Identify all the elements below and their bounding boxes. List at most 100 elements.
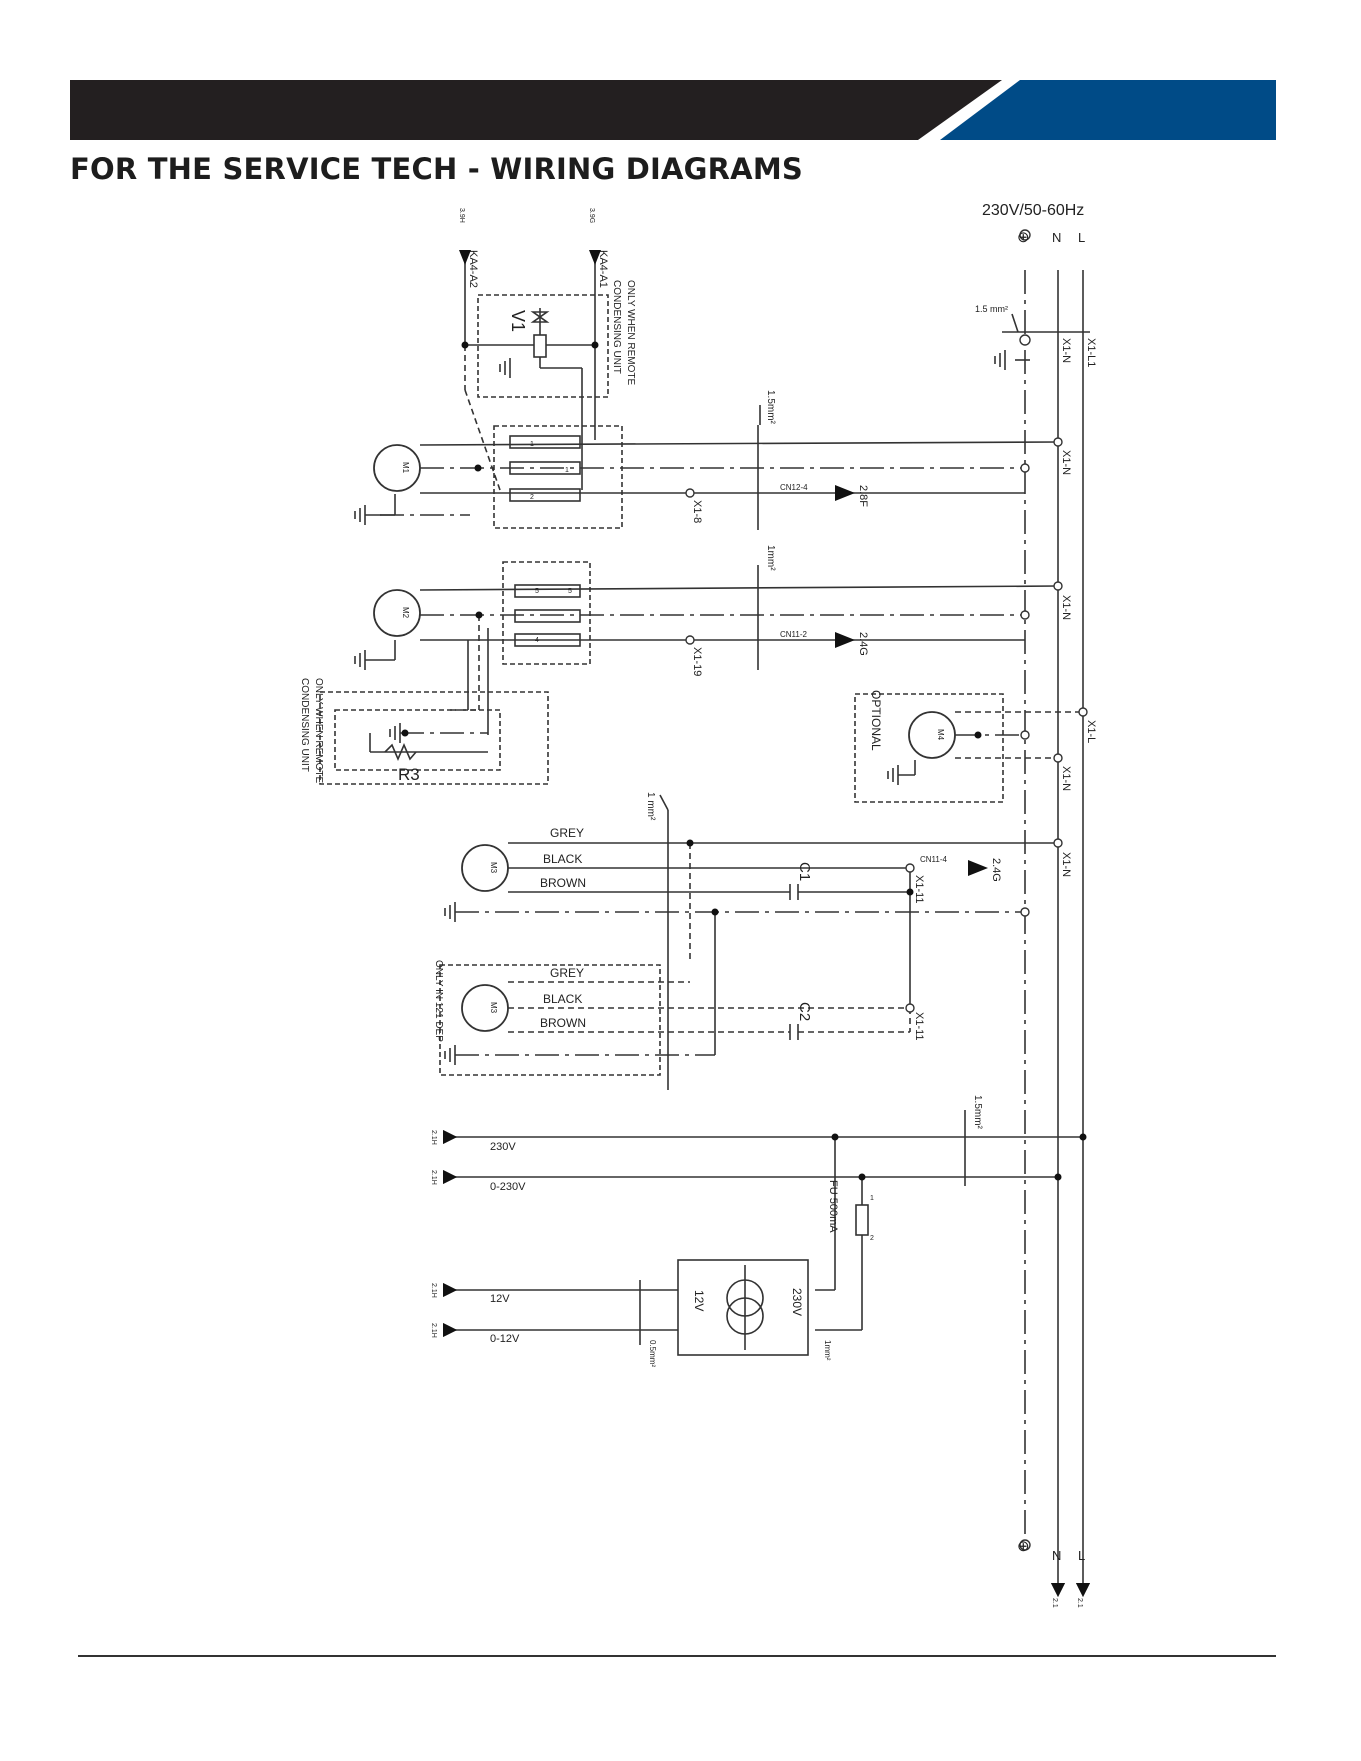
output-ref-12v: 2.1H (430, 1283, 437, 1298)
m3-brown-label: BROWN (540, 876, 586, 890)
valve-note-1: ONLY WHEN REMOTE (625, 280, 636, 386)
m2-pin-5b: 5 (568, 588, 572, 595)
ref-arrow-m1 (835, 485, 855, 501)
supply-rails (1002, 270, 1091, 1598)
r3-note-2: CONDENSING UNIT (299, 678, 310, 772)
terminal-x1-8: X1-8 (691, 500, 703, 523)
transformer-secondary-label: 12V (692, 1290, 706, 1311)
m3b-note-label: ONLY IN 121 DEP (433, 960, 444, 1042)
m3-connector-label: CN11-4 (920, 855, 948, 864)
m2-pin-5a: 5 (535, 588, 539, 595)
fuse-pin-1: 1 (870, 1195, 874, 1202)
page-title: FOR THE SERVICE TECH - WIRING DIAGRAMS (70, 152, 803, 186)
transformer-primary-label: 230V (790, 1288, 804, 1316)
ref-ka4-a2: KA4-A2 (467, 250, 479, 288)
supply-out-wire-label: 1.5mm² (972, 1095, 983, 1130)
m1-connector-label: CN12-4 (780, 483, 808, 492)
fan-m3-block (455, 794, 1058, 1090)
wiring-diagram: 230V/50-60Hz ⊕ N L 1.5 mm² V1 ONLY WHEN … (299, 202, 1097, 1608)
terminal-x1-n-1: X1-N (1060, 338, 1072, 363)
fan-m2-block (365, 561, 1059, 735)
m1-wire-label: 1.5mm² (765, 390, 776, 425)
fuse-body (855, 1204, 869, 1236)
m1-pin-2: 2 (530, 494, 534, 501)
terminal-points (685, 229, 1088, 1551)
terminal-x1-l1: X1-L1 (1085, 338, 1097, 367)
m3-wire-label: 1 mm² (645, 792, 656, 821)
output-ref-0-12v: 2.1H (430, 1323, 437, 1338)
terminal-x1-n-5: X1-N (1060, 852, 1072, 877)
terminal-x1-n-2: X1-N (1060, 450, 1072, 475)
valve-v1-block (464, 260, 609, 491)
m3b-black-label: BLACK (543, 992, 582, 1006)
rail-n-ref: 2.1 (1051, 1598, 1058, 1608)
m2-wire-label: 1mm² (765, 545, 776, 571)
fuse-pin-2: 2 (870, 1235, 874, 1242)
motor-m3-symbol (461, 844, 509, 892)
rail-pe-bottom: ⊕ (1017, 1538, 1030, 1555)
motor-m1-symbol (373, 444, 421, 492)
terminal-x1-11-b: X1-11 (913, 1012, 925, 1041)
rail-n-label: N (1052, 230, 1061, 245)
fan-m1-block (365, 405, 1059, 530)
transformer-block (442, 1259, 809, 1356)
r3-note-1: ONLY WHEN REMOTE (313, 678, 324, 784)
rail-n-bottom: N (1052, 1548, 1061, 1563)
ref-3-9g: 3.9G (588, 208, 595, 223)
ref-ka4-a1: KA4-A1 (597, 250, 609, 288)
motor-m2-symbol (373, 589, 421, 637)
ref-3-9h: 3.9H (458, 208, 465, 223)
m1-ref-label: 2.8F (857, 485, 869, 507)
terminal-x1-n-3: X1-N (1060, 595, 1072, 620)
heater-r3-block (319, 691, 549, 785)
transformer-secondary-wire: 0.5mm² (648, 1340, 657, 1367)
m2-pin-4: 4 (535, 637, 539, 644)
m3b-brown-label: BROWN (540, 1016, 586, 1030)
valve-name: V1 (508, 310, 528, 332)
rail-l-ref: 2.1 (1076, 1598, 1083, 1608)
c1-label: C1 (796, 862, 813, 881)
m2-connector-label: CN11-2 (780, 630, 808, 639)
header-banner (70, 80, 1276, 140)
fan-m3b-block (439, 964, 911, 1076)
rail-l-bottom: L (1078, 1548, 1085, 1563)
m3-grey-label: GREY (550, 826, 584, 840)
m3-black-label: BLACK (543, 852, 582, 866)
m3b-grey-label: GREY (550, 966, 584, 980)
output-ref-0-230v: 2.1H (430, 1170, 437, 1185)
rail-pe-label: ⊕ (1017, 229, 1030, 246)
motor-m1-label: M1 (401, 462, 410, 474)
output-ref-230v: 2.1H (430, 1130, 437, 1145)
supply-wire-label: 1.5 mm² (975, 304, 1008, 314)
transformer-primary-wire: 1mm² (823, 1340, 832, 1361)
motor-m3b-label: M3 (489, 1002, 498, 1014)
ref-arrow-m3 (968, 860, 988, 876)
terminal-x1-11-a: X1-11 (913, 875, 925, 904)
output-0-230v-label: 0-230V (490, 1181, 526, 1193)
motor-m4-label: M4 (936, 729, 945, 741)
ref-arrow-m2 (835, 632, 855, 648)
fan-m4-block (854, 693, 1083, 803)
m4-optional-label: OPTIONAL (869, 690, 883, 751)
output-0-12v-label: 0-12V (490, 1333, 520, 1345)
motor-m3-label: M3 (489, 862, 498, 874)
output-12v-label: 12V (490, 1293, 510, 1305)
motor-m4-symbol (908, 711, 956, 759)
rail-l-label: L (1078, 230, 1085, 245)
header-dark-bar (70, 80, 1002, 140)
c2-label: C2 (796, 1002, 813, 1021)
valve-note-2: CONDENSING UNIT (611, 280, 622, 374)
r3-label: R3 (398, 765, 420, 784)
terminal-x1-n-4: X1-N (1060, 766, 1072, 791)
junction-dots (401, 341, 1087, 1181)
output-230v-label: 230V (490, 1141, 516, 1153)
ref-arrow-ka4-a2 (459, 250, 471, 265)
motor-m2-label: M2 (401, 607, 410, 619)
terminal-x1-l: X1-L (1085, 720, 1097, 743)
m1-pin-1b: 1 (565, 467, 569, 474)
m3-ref-label: 2.4G (990, 858, 1002, 882)
m1-pin-1a: 1 (530, 441, 534, 448)
ref-arrow-ka4-a1 (589, 250, 601, 265)
supply-output-block (442, 1110, 1083, 1331)
fuse-label: FU 500mA (827, 1180, 839, 1233)
